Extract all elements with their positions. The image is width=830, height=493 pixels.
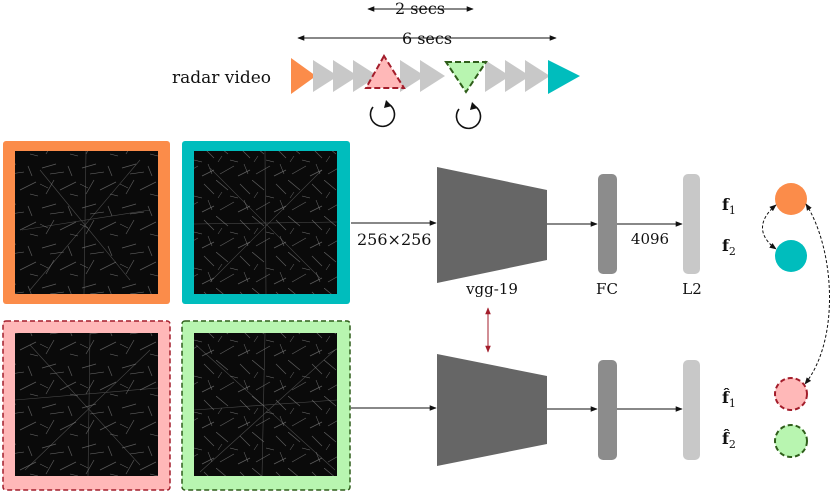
radar-image-green <box>181 320 351 491</box>
frame-start <box>291 58 316 94</box>
frame-strip <box>291 54 580 94</box>
embedding-f2-hat <box>774 424 808 458</box>
feature-f1-hat-label: f̂1 <box>722 388 736 410</box>
embedding-f2 <box>775 240 807 272</box>
feature-f2-label: f2 <box>722 236 736 258</box>
feature-f1-label: f1 <box>722 195 736 217</box>
input-size-label: 256×256 <box>357 230 431 249</box>
radar-image-orange <box>3 141 170 304</box>
span-long-label: 6 secs <box>402 29 452 48</box>
frame <box>420 60 445 92</box>
radar-image-teal <box>182 141 350 304</box>
embedding-f1-hat <box>774 377 808 411</box>
l2-layer-lower <box>683 360 700 460</box>
frame-end <box>548 60 580 94</box>
circular-arrow-icon <box>369 100 396 128</box>
relation-arrow-f1-f2 <box>762 204 777 250</box>
fc-layer-lower <box>598 360 617 460</box>
vgg19-encoder-lower <box>437 354 547 466</box>
embedding-f1 <box>775 183 807 215</box>
frame <box>313 60 338 92</box>
span-short-label: 2 secs <box>395 0 445 18</box>
l2-layer-upper <box>683 174 700 274</box>
radar-video-label: radar video <box>172 68 271 88</box>
fc-label: FC <box>596 280 618 298</box>
frame <box>505 60 530 92</box>
frame <box>353 60 378 92</box>
frame-sampled-green <box>444 61 488 94</box>
relation-arrow-f1-f1hat <box>804 203 830 385</box>
feature-dim-label: 4096 <box>631 230 669 248</box>
frame <box>333 60 358 92</box>
backbone-label: vgg-19 <box>465 280 518 298</box>
frame <box>525 60 550 92</box>
frame-sampled-pink <box>364 54 406 89</box>
radar-image-pink <box>2 320 171 491</box>
l2-label: L2 <box>682 280 702 298</box>
frame <box>400 60 425 92</box>
circular-arrow-icon <box>455 102 482 130</box>
vgg19-encoder-upper <box>437 167 547 283</box>
fc-layer-upper <box>598 174 617 274</box>
frame <box>485 60 510 92</box>
feature-f2-hat-label: f̂2 <box>722 429 736 451</box>
